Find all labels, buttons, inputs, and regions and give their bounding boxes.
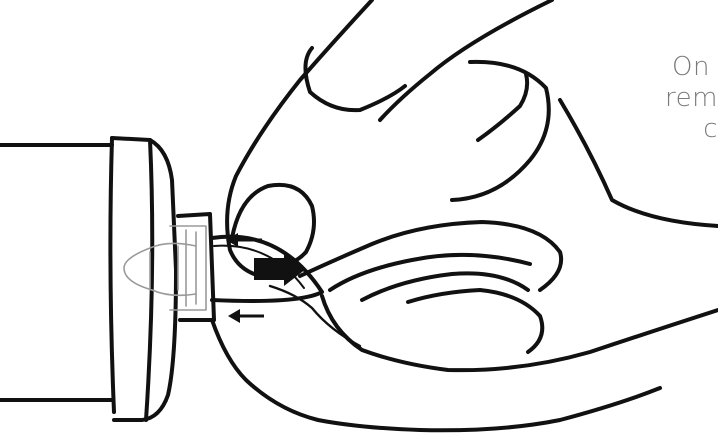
caption-line-3: c xyxy=(648,114,718,145)
hand-outline xyxy=(212,0,718,430)
internal-component xyxy=(124,226,206,310)
instruction-caption: On rem c xyxy=(648,52,718,145)
arrow-left-icon xyxy=(228,309,264,323)
caption-line-1: On xyxy=(648,52,718,83)
caption-line-2: rem xyxy=(648,83,718,114)
device-body xyxy=(0,138,214,420)
